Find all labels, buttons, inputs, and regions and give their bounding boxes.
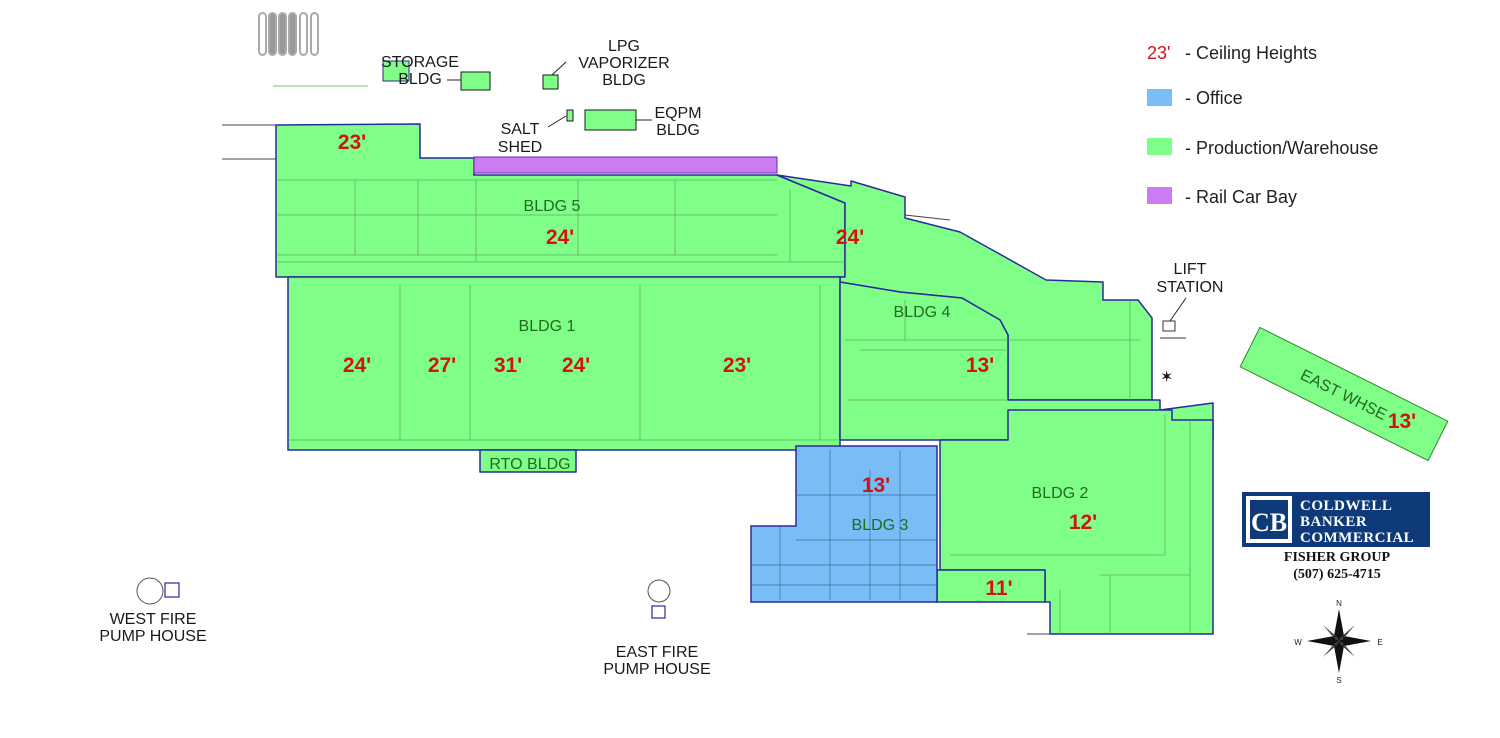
tank-group-icon bbox=[258, 12, 319, 56]
lpg-label-1: LPG bbox=[608, 38, 640, 55]
logo-line-2: BANKER bbox=[1300, 514, 1367, 530]
rail-car-bay bbox=[473, 156, 778, 174]
height-bldg3: 13' bbox=[862, 474, 890, 497]
compass-rose-icon: N S E W bbox=[1294, 599, 1382, 685]
height-bldg1-a: 24' bbox=[343, 354, 371, 377]
height-bldg5-center: 24' bbox=[546, 226, 574, 249]
salt-label-1: SALT bbox=[501, 121, 540, 138]
height-east-whse: 13' bbox=[1388, 410, 1416, 433]
westfire-label-2: PUMP HOUSE bbox=[99, 628, 206, 645]
lift-label-2: STATION bbox=[1157, 279, 1224, 296]
svg-text:CB: CB bbox=[1251, 508, 1287, 537]
legend-office-label: - Office bbox=[1185, 88, 1243, 108]
salt-shed bbox=[566, 109, 574, 122]
mini-compass-icon: ✶ bbox=[1160, 369, 1173, 386]
lpg-label-3: BLDG bbox=[602, 72, 646, 89]
legend-production-swatch bbox=[1147, 138, 1172, 155]
storage-label-1: STORAGE bbox=[381, 54, 459, 71]
bldg-3-office bbox=[750, 445, 938, 603]
eqpm-building bbox=[584, 109, 637, 131]
salt-label-2: SHED bbox=[498, 139, 542, 156]
storage-building-small bbox=[382, 60, 410, 82]
legend-production-label: - Production/Warehouse bbox=[1185, 138, 1378, 158]
bldg-2-label: BLDG 2 bbox=[1032, 485, 1089, 502]
compass-e: E bbox=[1377, 638, 1382, 647]
east-warehouse bbox=[1239, 326, 1449, 462]
height-bldg1-c: 31' bbox=[494, 354, 522, 377]
bldg-4-label: BLDG 4 bbox=[894, 304, 951, 321]
rto-building-area bbox=[479, 449, 577, 473]
legend-rail-swatch bbox=[1147, 187, 1172, 204]
outbuilding-labels: STORAGE BLDG LPG VAPORIZER BLDG SALT SHE… bbox=[99, 38, 1223, 678]
rto-building-label: RTO BLDG bbox=[489, 456, 570, 473]
height-bldg1-b: 27' bbox=[428, 354, 456, 377]
bldg-1-label: BLDG 1 bbox=[519, 318, 576, 335]
bldg-3-label: BLDG 3 bbox=[852, 517, 909, 534]
height-bldg5-west: 23' bbox=[338, 131, 366, 154]
compass-s: S bbox=[1336, 676, 1341, 685]
compass-w: W bbox=[1294, 638, 1302, 647]
eqpm-label-1: EQPM bbox=[654, 105, 701, 122]
lift-station-icon bbox=[1162, 320, 1176, 332]
lpg-vaporizer-building bbox=[542, 74, 559, 90]
east-fire-pump-icon bbox=[651, 605, 666, 619]
height-bldg2-south: 11' bbox=[985, 577, 1012, 600]
west-fire-pump-icon bbox=[164, 582, 180, 598]
height-bldg1-e: 23' bbox=[723, 354, 751, 377]
logo-phone: (507) 625-4715 bbox=[1293, 567, 1381, 582]
coldwell-banker-logo: CB COLDWELL BANKER COMMERCIAL FISHER GRO… bbox=[1242, 492, 1430, 582]
bldg-5-label: BLDG 5 bbox=[524, 198, 581, 215]
legend-office-swatch bbox=[1147, 89, 1172, 106]
legend-height-label: - Ceiling Heights bbox=[1185, 43, 1317, 63]
interior-lines bbox=[276, 179, 1191, 634]
site-lines bbox=[222, 124, 1050, 635]
eqpm-label-2: BLDG bbox=[656, 122, 700, 139]
height-bldg1-d: 24' bbox=[562, 354, 590, 377]
logo-group: FISHER GROUP bbox=[1284, 550, 1391, 565]
lift-label-1: LIFT bbox=[1174, 261, 1207, 278]
eastfire-label-1: EAST FIRE bbox=[616, 644, 698, 661]
height-bldg4-south: 13' bbox=[966, 354, 994, 377]
storage-label-2: BLDG bbox=[398, 71, 442, 88]
ceiling-heights: 23' 24' 24' 24' 27' 31' 24' 23' 13' 13' … bbox=[338, 131, 1416, 600]
office-interior-lines bbox=[751, 450, 937, 600]
eastfire-label-2: PUMP HOUSE bbox=[603, 661, 710, 678]
compass-n: N bbox=[1336, 599, 1342, 608]
westfire-label-1: WEST FIRE bbox=[110, 611, 197, 628]
building-labels: BLDG 5 BLDG 1 BLDG 4 BLDG 3 BLDG 2 RTO B… bbox=[489, 198, 1088, 534]
logo-line-1: COLDWELL bbox=[1300, 498, 1392, 514]
lpg-label-2: VAPORIZER bbox=[578, 55, 669, 72]
storage-building bbox=[460, 71, 491, 91]
height-bldg5-east: 24' bbox=[836, 226, 864, 249]
logo-line-3: COMMERCIAL bbox=[1300, 530, 1414, 546]
legend: 23' - Ceiling Heights - Office - Product… bbox=[1147, 43, 1378, 207]
east-fire-tank-icon bbox=[647, 579, 671, 603]
west-fire-tank-icon bbox=[136, 577, 164, 605]
legend-rail-label: - Rail Car Bay bbox=[1185, 187, 1297, 207]
height-bldg2: 12' bbox=[1069, 511, 1097, 534]
legend-height-sample: 23' bbox=[1147, 43, 1170, 63]
main-complex bbox=[275, 123, 1214, 635]
